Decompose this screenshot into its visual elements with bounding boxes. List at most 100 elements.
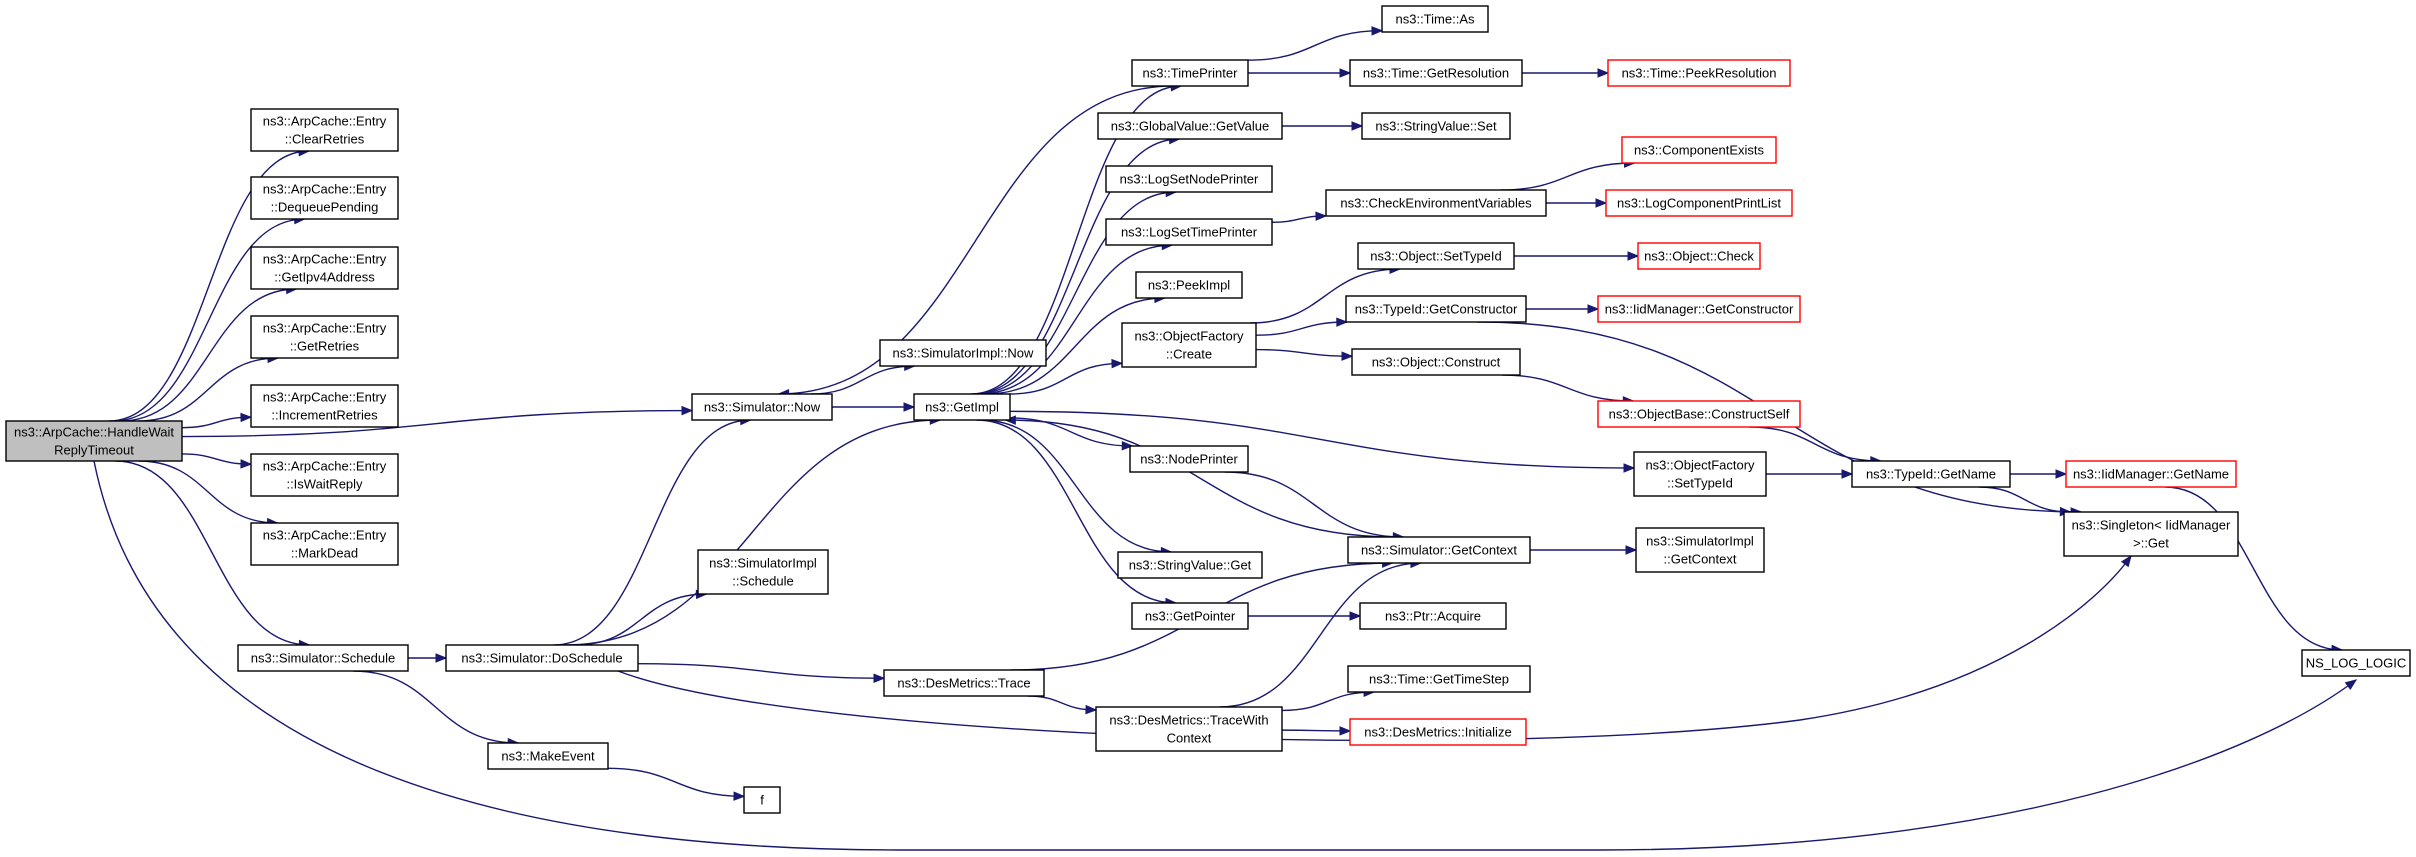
arrowhead	[1336, 317, 1349, 327]
node-label: ns3::StringValue::Set	[1375, 119, 1497, 134]
node-label: ns3::Singleton< IidManager	[2072, 518, 2231, 533]
node-label: ns3::TypeId::GetConstructor	[1355, 302, 1518, 317]
node-label: ns3::TypeId::GetName	[1866, 467, 1996, 482]
node-objcheck[interactable]: ns3::Object::Check	[1637, 242, 1761, 270]
node-box	[883, 669, 1045, 697]
node-f[interactable]: f	[743, 786, 781, 814]
node-label: ::IsWaitReply	[286, 477, 363, 492]
node-simschedule[interactable]: ns3::Simulator::Schedule	[237, 644, 409, 672]
edge-getimpl-to-nodeprinter	[1009, 417, 1133, 447]
node-desminit[interactable]: ns3::DesMetrics::Initialize	[1349, 718, 1527, 746]
node-singleton[interactable]: ns3::Singleton< IidManager >::Get	[2063, 511, 2239, 557]
node-box	[1361, 112, 1511, 140]
node-label: ns3::ArpCache::Entry	[263, 114, 387, 129]
node-markdead[interactable]: ns3::ArpCache::Entry::MarkDead	[250, 522, 399, 566]
arrowhead	[733, 791, 746, 801]
edge-getimpl-to-lognode	[974, 191, 1177, 395]
node-box	[250, 384, 399, 428]
node-dequeue[interactable]: ns3::ArpCache::Entry::DequeuePending	[250, 176, 399, 220]
node-makeevent[interactable]: ns3::MakeEvent	[487, 742, 609, 770]
node-getpointer[interactable]: ns3::GetPointer	[1131, 602, 1249, 630]
edge-root-to-simschedule	[115, 460, 310, 646]
edge-getimpl-to-ofcreate	[1009, 362, 1123, 395]
node-box	[1637, 242, 1761, 270]
arrowhead	[1627, 251, 1640, 261]
node-logcomplist[interactable]: ns3::LogComponentPrintList	[1605, 189, 1793, 217]
node-label: ReplyTimeout	[54, 443, 134, 458]
node-label: ns3::Simulator::Now	[704, 400, 821, 415]
node-getimpl[interactable]: ns3::GetImpl	[913, 393, 1011, 421]
node-timegetres[interactable]: ns3::Time::GetResolution	[1349, 59, 1523, 87]
node-desmtrace[interactable]: ns3::DesMetrics::Trace	[883, 669, 1045, 697]
arrowhead	[240, 459, 253, 469]
node-lognode[interactable]: ns3::LogSetNodePrinter	[1105, 165, 1273, 193]
node-svget[interactable]: ns3::StringValue::Get	[1117, 551, 1263, 579]
arrowhead	[1587, 304, 1600, 314]
node-objconstruct[interactable]: ns3::Object::Construct	[1351, 348, 1521, 376]
node-compexists[interactable]: ns3::ComponentExists	[1621, 136, 1777, 164]
node-nslog[interactable]: NS_LOG_LOGIC	[2301, 649, 2411, 677]
node-label: ns3::ComponentExists	[1634, 143, 1765, 158]
node-getretries[interactable]: ns3::ArpCache::Entry::GetRetries	[250, 315, 399, 359]
node-label: ns3::Ptr::Acquire	[1385, 609, 1481, 624]
edge-ofcreate-to-objconstruct	[1255, 348, 1353, 357]
node-timegetstep[interactable]: ns3::Time::GetTimeStep	[1347, 665, 1531, 693]
node-checkenv[interactable]: ns3::CheckEnvironmentVariables	[1325, 189, 1547, 217]
node-box	[1633, 451, 1767, 497]
node-logtime[interactable]: ns3::LogSetTimePrinter	[1105, 218, 1273, 246]
node-typeidgetctor[interactable]: ns3::TypeId::GetConstructor	[1345, 295, 1527, 323]
node-box	[1347, 536, 1531, 564]
node-box	[913, 393, 1011, 421]
node-box	[1131, 602, 1249, 630]
node-box	[1131, 59, 1249, 87]
node-timeprinter[interactable]: ns3::TimePrinter	[1131, 59, 1249, 87]
node-box	[1105, 165, 1273, 193]
edge-makeevent-to-f	[607, 767, 745, 797]
node-timeas[interactable]: ns3::Time::As	[1381, 5, 1489, 33]
arrowhead	[903, 402, 916, 412]
node-box	[1605, 189, 1793, 217]
node-label: ns3::MakeEvent	[501, 749, 595, 764]
node-clear[interactable]: ns3::ArpCache::Entry::ClearRetries	[250, 108, 399, 152]
node-label: f	[760, 793, 764, 808]
node-peekimpl[interactable]: ns3::PeekImpl	[1135, 271, 1243, 299]
node-setypeid[interactable]: ns3::Object::SetTypeId	[1357, 242, 1515, 270]
node-globalvalue[interactable]: ns3::GlobalValue::GetValue	[1097, 112, 1283, 140]
edge-getimpl-to-globalvalue	[972, 138, 1180, 395]
node-iidgetctor[interactable]: ns3::IidManager::GetConstructor	[1597, 295, 1801, 323]
node-implschedule[interactable]: ns3::SimulatorImpl::Schedule	[697, 549, 829, 595]
node-simnow[interactable]: ns3::Simulator::Now	[691, 393, 833, 421]
node-getcontext[interactable]: ns3::Simulator::GetContext	[1347, 536, 1531, 564]
edge-timeprinter-to-simnow	[778, 85, 1174, 395]
arrowhead	[1085, 704, 1098, 715]
node-label: ns3::SimulatorImpl::Now	[893, 346, 1034, 361]
node-ofcreate[interactable]: ns3::ObjectFactory::Create	[1121, 322, 1257, 368]
node-incretries[interactable]: ns3::ArpCache::Entry::IncrementRetries	[250, 384, 399, 428]
node-layer: ns3::ArpCache::HandleWaitReplyTimeoutns3…	[5, 5, 2411, 814]
node-nodeprinter[interactable]: ns3::NodePrinter	[1129, 445, 1249, 473]
node-doschedule[interactable]: ns3::Simulator::DoSchedule	[445, 644, 639, 672]
node-implgetctx[interactable]: ns3::SimulatorImpl::GetContext	[1635, 527, 1765, 573]
edge-getimpl-to-timeprinter	[970, 85, 1182, 395]
edge-getimpl-to-svget	[980, 419, 1172, 553]
edge-root-to-clear	[108, 150, 309, 422]
node-timepeekres[interactable]: ns3::Time::PeekResolution	[1607, 59, 1791, 87]
arrowhead	[1339, 68, 1352, 78]
node-typeidgetname[interactable]: ns3::TypeId::GetName	[1851, 460, 2011, 488]
node-getipv4[interactable]: ns3::ArpCache::Entry::GetIpv4Address	[250, 246, 399, 290]
node-svset[interactable]: ns3::StringValue::Set	[1361, 112, 1511, 140]
node-implnow[interactable]: ns3::SimulatorImpl::Now	[879, 339, 1047, 367]
node-ptracquire[interactable]: ns3::Ptr::Acquire	[1359, 602, 1507, 630]
node-iswait[interactable]: ns3::ArpCache::Entry::IsWaitReply	[250, 453, 399, 497]
arrowhead	[1111, 358, 1124, 369]
node-label: ns3::ArpCache::Entry	[263, 321, 387, 336]
node-label: ns3::TimePrinter	[1143, 66, 1239, 81]
arrowhead	[1349, 611, 1362, 621]
node-iidgetname[interactable]: ns3::IidManager::GetName	[2065, 460, 2237, 488]
node-box	[1105, 218, 1273, 246]
edge-root-to-getretries	[138, 357, 278, 422]
node-ofsettypeid[interactable]: ns3::ObjectFactory::SetTypeId	[1633, 451, 1767, 497]
node-objbaseconstruct[interactable]: ns3::ObjectBase::ConstructSelf	[1597, 400, 1801, 428]
